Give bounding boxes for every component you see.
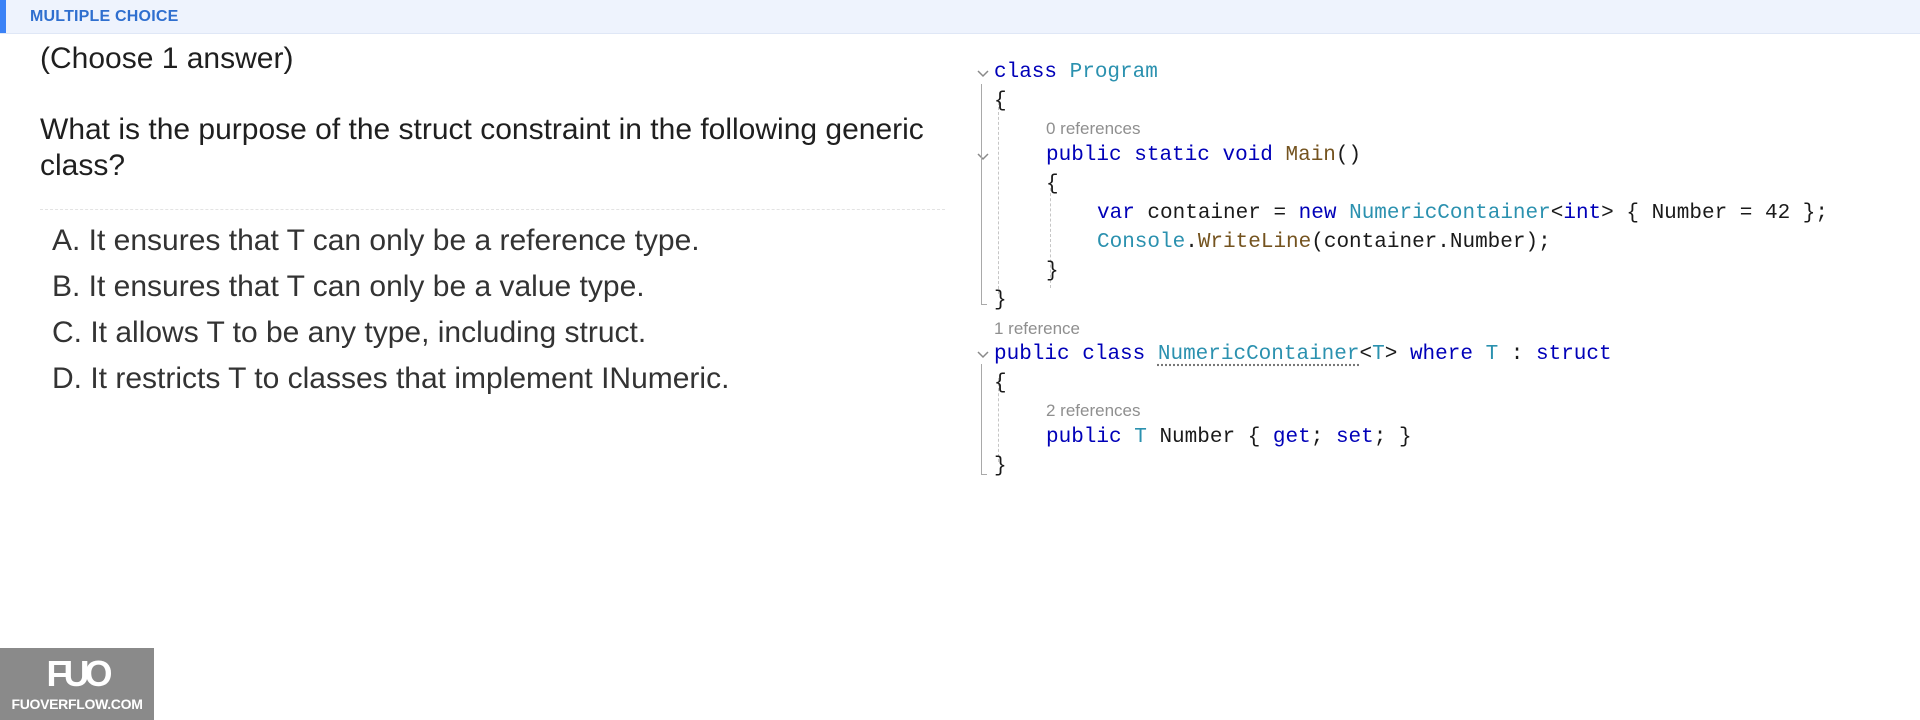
code-line: Console.WriteLine(container.Number); bbox=[1097, 231, 1551, 254]
codelens-references[interactable]: 1 reference bbox=[994, 319, 1080, 338]
indent-guide bbox=[998, 378, 999, 462]
choose-instruction: (Choose 1 answer) bbox=[40, 42, 294, 75]
code-line: public T Number { get; set; } bbox=[1046, 426, 1412, 449]
fold-guide-line bbox=[981, 364, 982, 474]
code-line: { bbox=[994, 90, 1007, 113]
question-prompt: What is the purpose of the struct constr… bbox=[40, 113, 924, 182]
codelens-references[interactable]: 2 references bbox=[1046, 401, 1141, 420]
indent-guide bbox=[1050, 188, 1051, 288]
code-line: } bbox=[1046, 260, 1059, 283]
header-accent-bar bbox=[0, 0, 6, 33]
collapse-chevron-icon bbox=[977, 70, 989, 78]
codelens-references[interactable]: 0 references bbox=[1046, 119, 1141, 138]
collapse-chevron-icon bbox=[977, 351, 989, 359]
code-line: var container = new NumericContainer<int… bbox=[1097, 202, 1829, 225]
divider bbox=[40, 209, 945, 210]
code-line: public class NumericContainer<T> where T… bbox=[994, 343, 1612, 366]
question-type-header: MULTIPLE CHOICE bbox=[0, 0, 1920, 34]
code-snippet: class Program { 0 references public stat… bbox=[976, 58, 1906, 498]
code-line: public static void Main() bbox=[1046, 144, 1362, 167]
option-c[interactable]: C. It allows T to be any type, including… bbox=[52, 316, 647, 349]
collapse-chevron-icon bbox=[977, 153, 989, 161]
option-a[interactable]: A. It ensures that T can only be a refer… bbox=[52, 224, 700, 257]
indent-guide bbox=[998, 102, 999, 294]
code-line: { bbox=[1046, 173, 1059, 196]
fold-guide-line bbox=[981, 84, 982, 304]
option-d[interactable]: D. It restricts T to classes that implem… bbox=[52, 362, 730, 395]
answer-options: A. It ensures that T can only be a refer… bbox=[52, 218, 952, 402]
code-line: class Program bbox=[994, 61, 1158, 84]
watermark-logo: FUO FUOVERFLOW.COM bbox=[0, 648, 154, 720]
code-line: } bbox=[994, 289, 1007, 312]
watermark-site: FUOVERFLOW.COM bbox=[11, 696, 143, 712]
question-type-label: MULTIPLE CHOICE bbox=[30, 8, 179, 25]
question-block: (Choose 1 answer) What is the purpose of… bbox=[40, 40, 940, 184]
code-line: { bbox=[994, 372, 1007, 395]
code-line: } bbox=[994, 455, 1007, 478]
fold-guide-end bbox=[981, 474, 987, 475]
option-b[interactable]: B. It ensures that T can only be a value… bbox=[52, 270, 645, 303]
watermark-mark: FUO bbox=[46, 653, 113, 694]
fold-guide-end bbox=[981, 304, 987, 305]
